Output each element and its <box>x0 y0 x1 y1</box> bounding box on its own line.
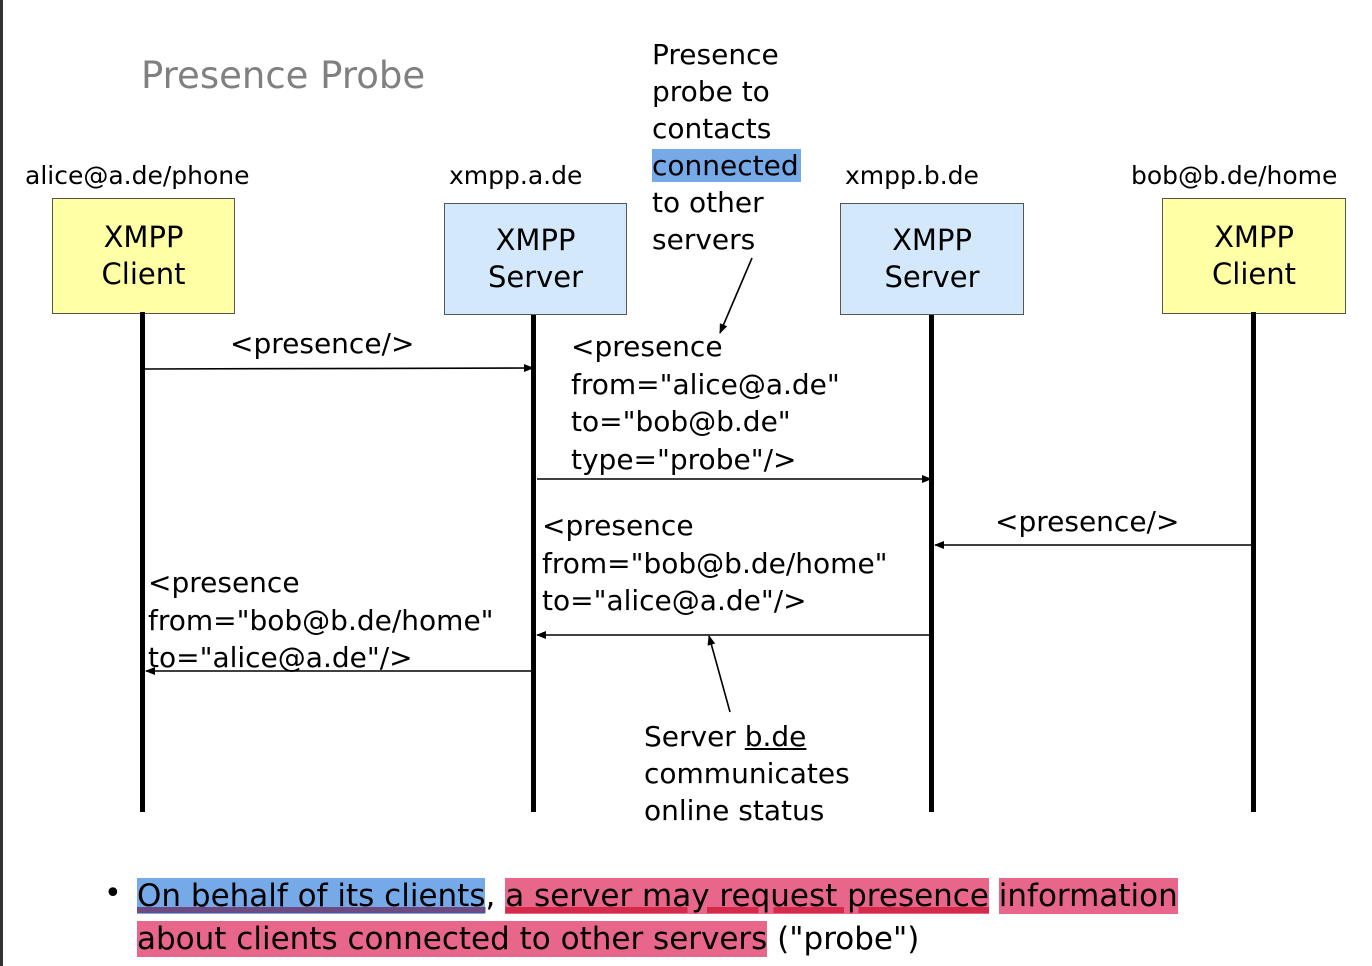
box-line: Server <box>884 260 980 294</box>
message-label: <presence/> <box>230 325 414 363</box>
entity-label-server-b: xmpp.b.de <box>845 161 979 190</box>
note-text: Server <box>644 720 745 753</box>
message-line: from="bob@b.de/home" <box>148 603 494 637</box>
message-label: <presence from="alice@a.de" to="bob@b.de… <box>571 328 840 478</box>
message-line: type="probe"/> <box>571 442 797 476</box>
message-label: <presence from="bob@b.de/home" to="alice… <box>148 564 494 677</box>
entity-label-server-a: xmpp.a.de <box>449 161 583 190</box>
probe-annotation: Presence probe to contacts connected to … <box>652 36 801 258</box>
box-line: XMPP <box>892 223 972 257</box>
alice-client-box: XMPP Client <box>52 198 235 314</box>
box-line: Server <box>487 260 584 294</box>
bullet-comma: , <box>485 878 506 914</box>
annotation-arrow-status <box>707 635 731 713</box>
bullet-marker: • <box>104 876 122 911</box>
note-line: online status <box>644 794 825 827</box>
message-line: <presence <box>571 330 723 363</box>
box-line: XMPP <box>103 220 184 254</box>
lifeline-server-a <box>531 315 536 812</box>
highlight-blue-text: On behalf of its clients <box>137 878 486 914</box>
message-line: to="alice@a.de"/> <box>148 641 413 674</box>
message-line: to="bob@b.de" <box>571 405 791 438</box>
server-a-box: XMPP Server <box>444 203 627 315</box>
status-annotation: Server b.de communicates online status <box>644 718 850 829</box>
message-line: <presence <box>148 566 300 599</box>
message-label: <presence from="bob@b.de/home" to="alice… <box>542 507 888 620</box>
domain-link[interactable]: b.de <box>744 720 807 753</box>
entity-label-alice: alice@a.de/phone <box>25 161 250 190</box>
message-line: to="alice@a.de"/> <box>542 584 807 617</box>
left-border <box>0 0 3 966</box>
message-line: <presence/> <box>230 327 415 360</box>
note-line: contacts <box>652 112 772 145</box>
box-line: Client <box>101 257 186 291</box>
server-b-box: XMPP Server <box>840 203 1024 315</box>
bullet-tail: ("probe") <box>767 921 920 957</box>
arrow-alice-to-server-a <box>144 364 534 373</box>
message-line: from="alice@a.de" <box>571 367 840 401</box>
note-line: servers <box>652 223 756 256</box>
lifeline-server-b <box>929 315 934 812</box>
message-line: from="bob@b.de/home" <box>542 546 888 580</box>
lifeline-alice <box>140 312 145 812</box>
note-line: to other <box>652 186 764 219</box>
message-line: <presence/> <box>995 505 1180 538</box>
message-label: <presence/> <box>995 503 1179 541</box>
note-line: probe to <box>652 75 770 108</box>
entity-label-bob: bob@b.de/home <box>1131 161 1338 190</box>
slide-title: Presence Probe <box>141 54 426 97</box>
highlight-red-text: a server may request presence <box>505 878 989 914</box>
annotation-arrow-probe <box>719 257 753 334</box>
note-line: communicates <box>644 757 850 790</box>
message-line: <presence <box>542 509 694 542</box>
box-line: Client <box>1212 257 1296 291</box>
note-line: Presence <box>652 38 779 71</box>
box-line: XMPP <box>495 223 576 257</box>
bullet-text: On behalf of its clients, a server may r… <box>137 875 1267 961</box>
highlighted-word: connected <box>652 149 801 182</box>
box-line: XMPP <box>1214 220 1294 254</box>
lifeline-bob <box>1251 312 1256 812</box>
bob-client-box: XMPP Client <box>1162 198 1346 314</box>
